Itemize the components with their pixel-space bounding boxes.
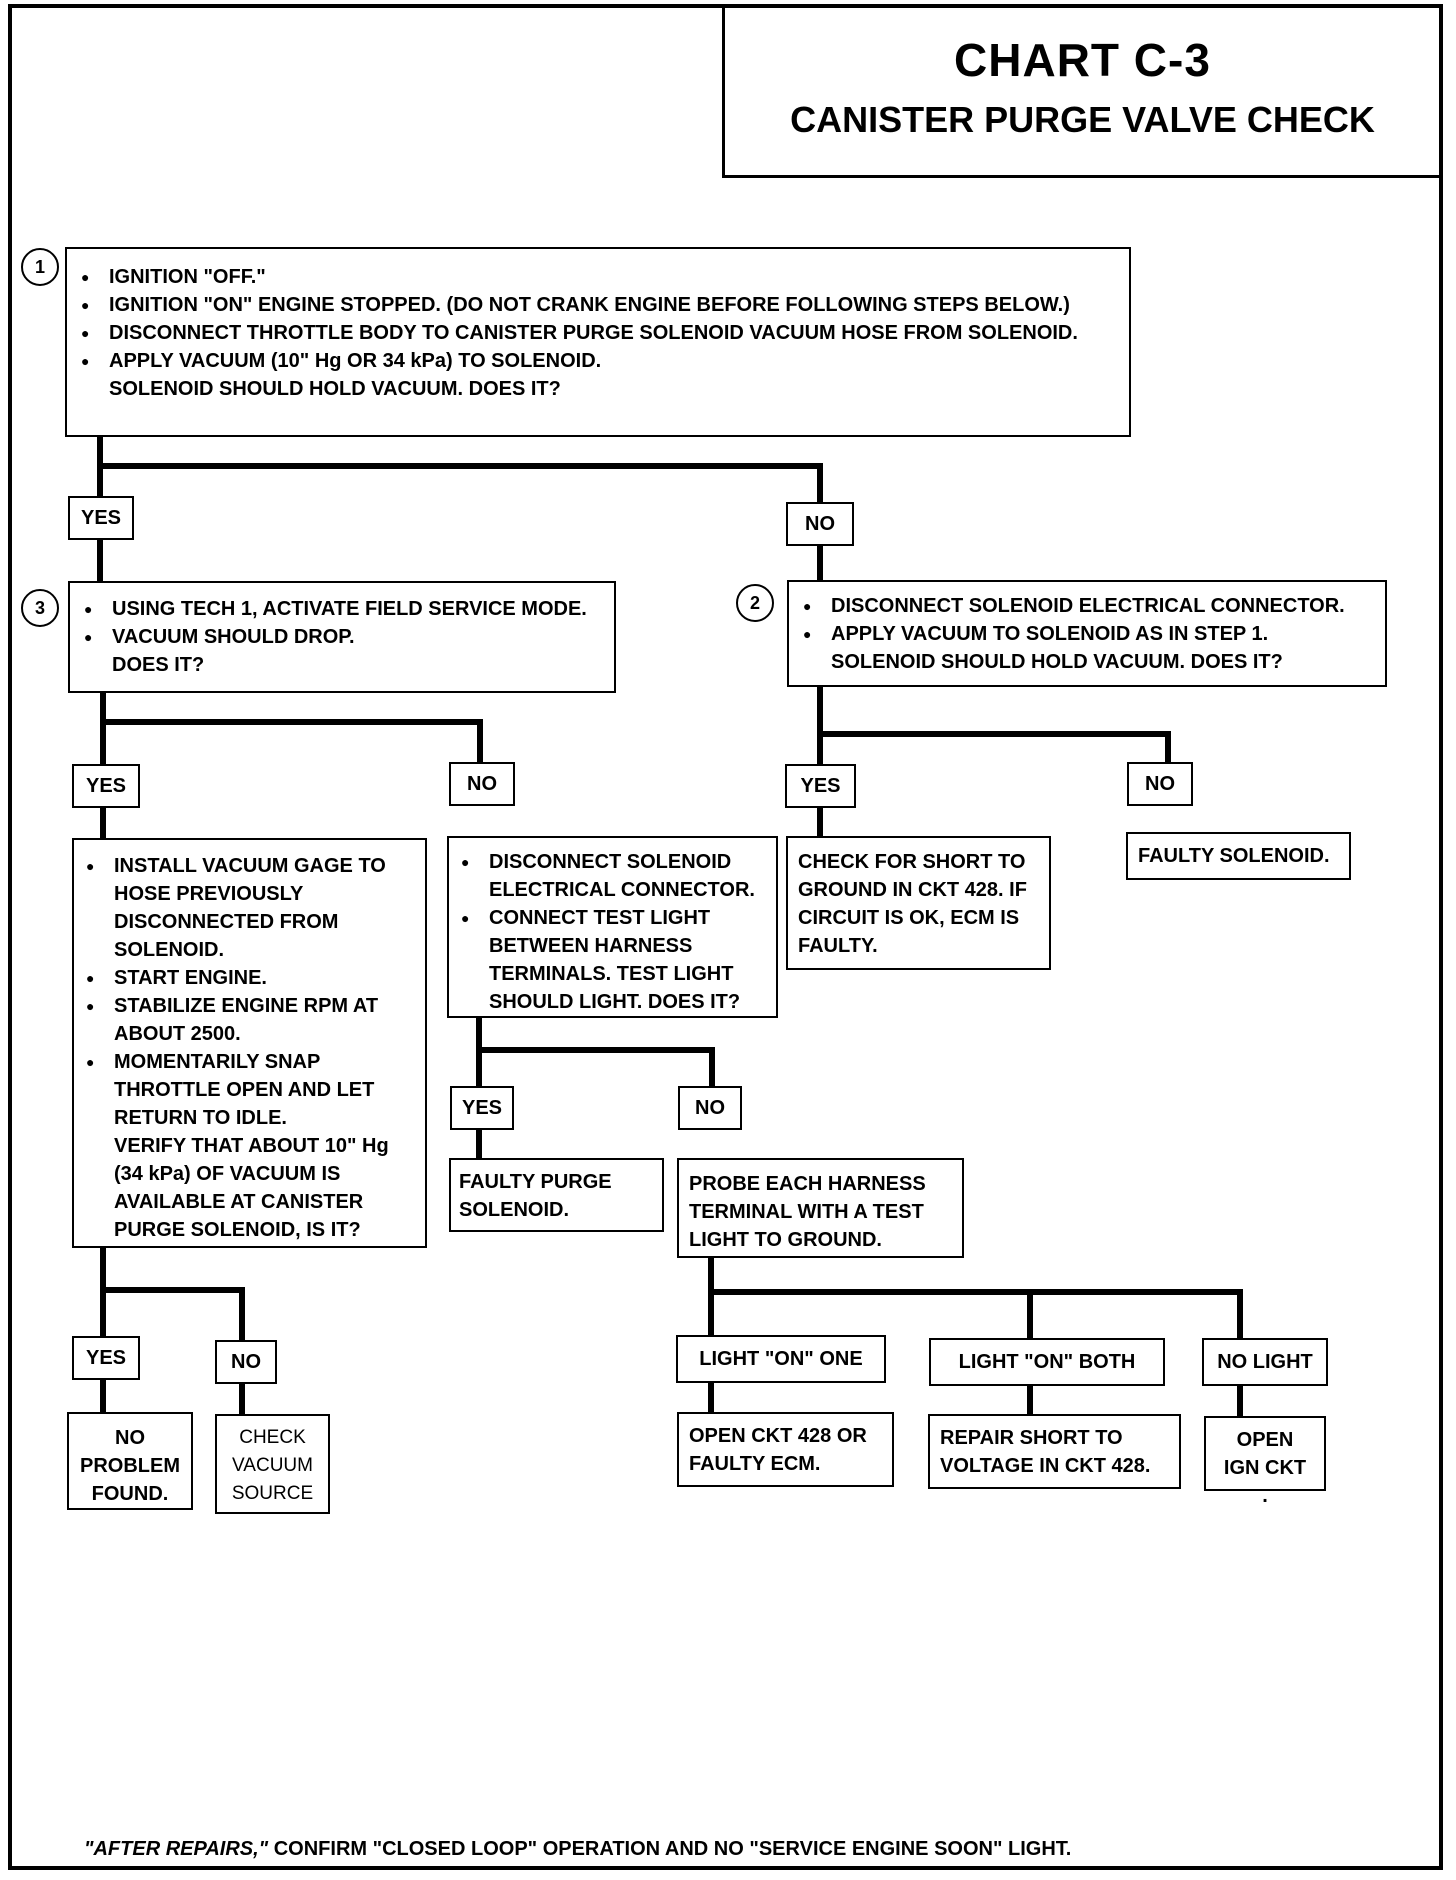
connector-light-outcomes	[708, 1379, 1243, 1419]
step-3-bullet: USING TECH 1, ACTIVATE FIELD SERVICE MOD…	[78, 595, 606, 623]
open-ckt-faulty-ecm-box: OPEN CKT 428 OR FAULTY ECM.	[677, 1412, 894, 1487]
connector-step2	[817, 683, 1171, 843]
footer-lead: "AFTER REPAIRS,"	[84, 1838, 269, 1860]
step-1-box: IGNITION "OFF." IGNITION "ON" ENGINE STO…	[65, 247, 1131, 437]
step-1-question: SOLENOID SHOULD HOLD VACUUM. DOES IT?	[109, 378, 561, 400]
test-light-yes-label: YES	[450, 1086, 514, 1130]
short-to-ground-box: CHECK FOR SHORT TO GROUND IN CKT 428. IF…	[786, 836, 1051, 970]
test-light-bullet: CONNECT TEST LIGHT BETWEEN HARNESS TERMI…	[455, 904, 770, 1016]
title-block: CHART C-3 CANISTER PURGE VALVE CHECK	[722, 4, 1443, 178]
step-2-bullet: APPLY VACUUM TO SOLENOID AS IN STEP 1.	[797, 620, 1377, 648]
test-light-box: DISCONNECT SOLENOID ELECTRICAL CONNECTOR…	[447, 836, 778, 1018]
open-ign-ckt-box: OPEN IGN CKT .	[1204, 1416, 1326, 1507]
connector-probe	[708, 1253, 1243, 1340]
vacuum-gage-bullet: MOMENTARILY SNAP THROTTLE OPEN AND LET R…	[80, 1048, 419, 1132]
faulty-solenoid-box: FAULTY SOLENOID.	[1126, 832, 1351, 880]
step-1-bullet: IGNITION "ON" ENGINE STOPPED. (DO NOT CR…	[75, 291, 1121, 319]
step-3-bullet: VACUUM SHOULD DROP.	[78, 623, 606, 651]
no-problem-found-box: NO PROBLEM FOUND.	[67, 1412, 193, 1510]
vacuum-gage-box: INSTALL VACUUM GAGE TO HOSE PREVIOUSLY D…	[72, 838, 427, 1248]
step-2-bullet: DISCONNECT SOLENOID ELECTRICAL CONNECTOR…	[797, 592, 1377, 620]
chart-subtitle: CANISTER PURGE VALVE CHECK	[790, 99, 1375, 140]
step-2-box: DISCONNECT SOLENOID ELECTRICAL CONNECTOR…	[787, 580, 1387, 687]
light-on-one-label: LIGHT "ON" ONE	[676, 1335, 886, 1383]
step-1-bullet: DISCONNECT THROTTLE BODY TO CANISTER PUR…	[75, 319, 1121, 347]
step-2-yes-label: YES	[785, 764, 856, 808]
step-1-no-label: NO	[786, 502, 854, 546]
step-1-marker: 1	[21, 248, 59, 286]
check-vacuum-source-box: CHECK VACUUM SOURCE	[215, 1414, 330, 1514]
step-1-yes-label: YES	[68, 496, 134, 540]
step-3-no-label: NO	[449, 762, 515, 806]
step-3-question: DOES IT?	[112, 654, 205, 676]
step-2-no-label: NO	[1127, 762, 1193, 806]
vacuum-gage-question: VERIFY THAT ABOUT 10" Hg (34 kPa) OF VAC…	[114, 1135, 389, 1241]
step-1-bullet: IGNITION "OFF."	[75, 263, 1121, 291]
vacuum-gage-bullet: INSTALL VACUUM GAGE TO HOSE PREVIOUSLY D…	[80, 852, 419, 964]
faulty-purge-solenoid-box: FAULTY PURGE SOLENOID.	[449, 1158, 664, 1232]
test-light-no-label: NO	[678, 1086, 742, 1130]
test-light-bullet: DISCONNECT SOLENOID ELECTRICAL CONNECTOR…	[455, 848, 770, 904]
connector-step3	[100, 689, 483, 843]
step-2-marker: 2	[736, 584, 774, 622]
vacuum-gage-bullet: STABILIZE ENGINE RPM AT ABOUT 2500.	[80, 992, 419, 1048]
probe-harness-box: PROBE EACH HARNESS TERMINAL WITH A TEST …	[677, 1158, 964, 1258]
repair-short-box: REPAIR SHORT TO VOLTAGE IN CKT 428.	[928, 1414, 1181, 1489]
connector-vacgage	[100, 1243, 245, 1425]
chart-title: CHART C-3	[954, 34, 1211, 86]
step-1-bullet: APPLY VACUUM (10" Hg OR 34 kPa) TO SOLEN…	[75, 347, 1121, 375]
step-2-question: SOLENOID SHOULD HOLD VACUUM. DOES IT?	[831, 651, 1283, 673]
step-3-marker: 3	[21, 589, 59, 627]
step-3-yes-label: YES	[72, 764, 140, 808]
vacuum-gage-bullet: START ENGINE.	[80, 964, 419, 992]
vacuum-gage-yes-label: YES	[72, 1336, 140, 1380]
footer-note: "AFTER REPAIRS," CONFIRM "CLOSED LOOP" O…	[84, 1838, 1071, 1861]
light-on-both-label: LIGHT "ON" BOTH	[929, 1338, 1165, 1386]
no-light-label: NO LIGHT	[1202, 1338, 1328, 1386]
footer-text: CONFIRM "CLOSED LOOP" OPERATION AND NO "…	[268, 1838, 1072, 1860]
vacuum-gage-no-label: NO	[215, 1340, 277, 1384]
step-3-box: USING TECH 1, ACTIVATE FIELD SERVICE MOD…	[68, 581, 616, 693]
